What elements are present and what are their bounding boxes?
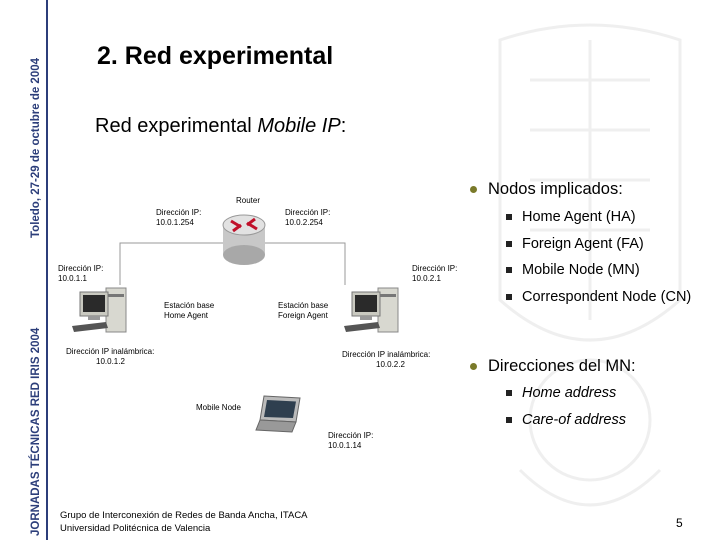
router-ip-left-title: Dirección IP:: [156, 208, 201, 217]
bullet-square-icon: [506, 214, 512, 220]
mobile-node-laptop-icon: [254, 394, 306, 436]
fa-ip: Dirección IP:10.0.2.1: [412, 264, 457, 284]
footer: Grupo de Interconexión de Redes de Banda…: [60, 509, 308, 535]
bullet-dot-icon: [470, 186, 477, 193]
addresses-heading: Direcciones del MN:: [488, 357, 636, 376]
ha-ip-value: 10.0.1.1: [58, 274, 87, 283]
footer-line1: Grupo de Interconexión de Redes de Banda…: [60, 509, 308, 522]
fa-wifi-title: Dirección IP inalámbrica:: [342, 350, 430, 359]
mn-label: Mobile Node: [196, 403, 241, 413]
list-item: Correspondent Node (CN): [522, 289, 691, 305]
fa-name-line2: Foreign Agent: [278, 311, 328, 320]
list-item: Home Agent (HA): [522, 209, 636, 225]
page-number: 5: [676, 516, 683, 530]
list-item-text: Mobile Node (MN): [522, 262, 640, 278]
fa-wifi-ip: Dirección IP inalámbrica:10.0.2.2: [342, 350, 430, 370]
fa-wifi-value: 10.0.2.2: [376, 360, 405, 369]
home-agent-computer-icon: [68, 282, 130, 338]
list-item-text: Home address: [522, 385, 616, 401]
ha-ip-title: Dirección IP:: [58, 264, 103, 273]
router-ip-right-value: 10.0.2.254: [285, 218, 323, 227]
list-item: Care-of address: [522, 412, 626, 428]
mn-ip: Dirección IP:10.0.1.14: [328, 431, 373, 451]
list-item: Home address: [522, 385, 616, 401]
router-ip-left: Dirección IP:10.0.1.254: [156, 208, 201, 228]
list-item-text: Home Agent (HA): [522, 209, 636, 225]
mn-ip-title: Dirección IP:: [328, 431, 373, 440]
bullet-square-icon: [506, 390, 512, 396]
ha-wifi-title: Dirección IP inalámbrica:: [66, 347, 154, 356]
fa-ip-value: 10.0.2.1: [412, 274, 441, 283]
ha-name-line1: Estación base: [164, 301, 214, 310]
list-item: Foreign Agent (FA): [522, 236, 644, 252]
ha-wifi-value: 10.0.1.2: [96, 357, 125, 366]
ha-wifi-ip: Dirección IP inalámbrica:10.0.1.2: [66, 347, 154, 367]
fa-name-line1: Estación base: [278, 301, 328, 310]
footer-line2: Universidad Politécnica de Valencia: [60, 522, 308, 535]
router-ip-left-value: 10.0.1.254: [156, 218, 194, 227]
bullet-dot-icon: [470, 363, 477, 370]
mn-ip-value: 10.0.1.14: [328, 441, 361, 450]
list-item-text: Care-of address: [522, 412, 626, 428]
fa-ip-title: Dirección IP:: [412, 264, 457, 273]
router-ip-right: Dirección IP:10.0.2.254: [285, 208, 330, 228]
bullet-square-icon: [506, 417, 512, 423]
addresses-heading-text: Direcciones del MN:: [488, 357, 636, 375]
nodes-heading-text: Nodos implicados:: [488, 180, 623, 198]
router-icon: [219, 213, 269, 268]
bullet-square-icon: [506, 267, 512, 273]
list-item: Mobile Node (MN): [522, 262, 640, 278]
list-item-text: Correspondent Node (CN): [522, 289, 691, 305]
router-ip-right-title: Dirección IP:: [285, 208, 330, 217]
ha-ip: Dirección IP:10.0.1.1: [58, 264, 103, 284]
router-label: Router: [236, 196, 260, 206]
ha-name-line2: Home Agent: [164, 311, 208, 320]
bullet-square-icon: [506, 241, 512, 247]
foreign-agent-computer-icon: [340, 282, 402, 338]
list-item-text: Foreign Agent (FA): [522, 236, 644, 252]
nodes-heading: Nodos implicados:: [488, 180, 623, 199]
bullet-square-icon: [506, 294, 512, 300]
